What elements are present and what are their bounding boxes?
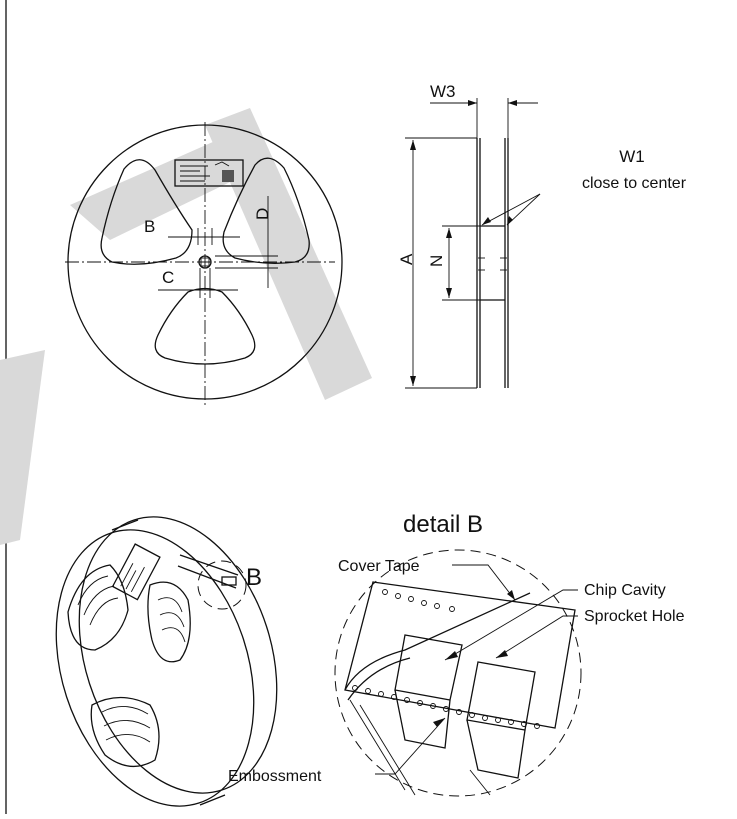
label-A: A: [397, 253, 416, 265]
label-cover-tape: Cover Tape: [338, 558, 420, 575]
detail-title: detail B: [403, 511, 483, 538]
label-chip-cavity: Chip Cavity: [584, 582, 666, 599]
label-W1: W1: [619, 147, 645, 166]
reel-window-left: [100, 159, 193, 265]
chip-cavity: [394, 634, 463, 701]
label-D: D: [253, 208, 272, 220]
detail-marker-B: B: [246, 564, 262, 591]
reel-isometric-view: B: [55, 516, 278, 807]
reel-window-right: [222, 157, 310, 264]
detail-B-view: detail B: [228, 511, 685, 797]
reel-window-bottom: [154, 287, 256, 365]
label-sprocket-hole: Sprocket Hole: [584, 608, 685, 625]
label-C: C: [162, 268, 174, 287]
label-B: B: [144, 217, 155, 236]
reel-label-sticker: [174, 159, 244, 187]
label-W3: W3: [430, 82, 456, 101]
reel-front-view: B C D: [65, 122, 343, 405]
reel-side-view: W3 W1 close to center A N: [397, 82, 687, 389]
watermark: [0, 108, 372, 545]
label-embossment: Embossment: [228, 768, 322, 785]
label-N: N: [427, 255, 446, 267]
label-W1-note: close to center: [582, 175, 687, 192]
